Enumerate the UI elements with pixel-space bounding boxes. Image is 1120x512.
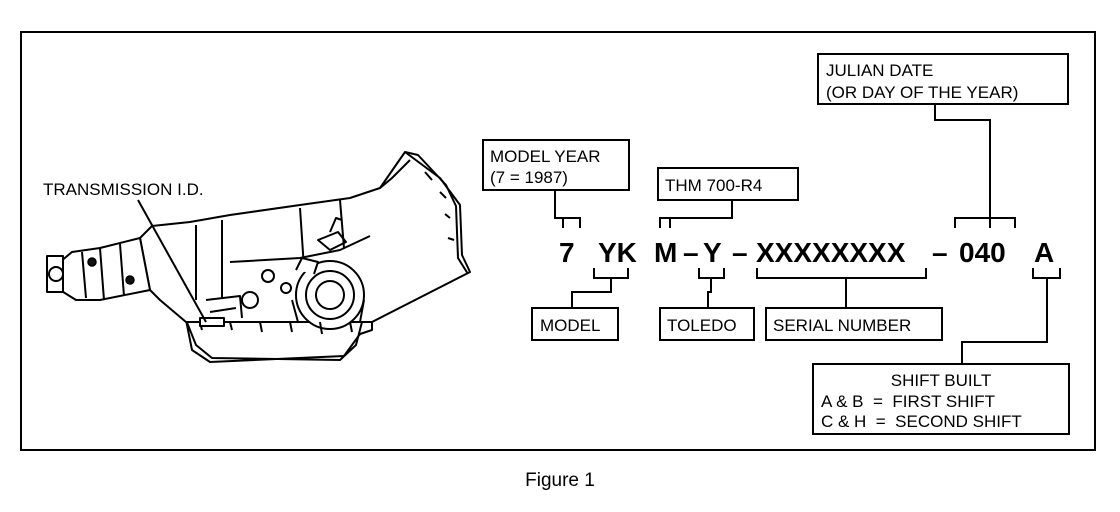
model-box bbox=[531, 307, 619, 341]
model-label: MODEL bbox=[540, 316, 600, 335]
code-shift: A bbox=[1034, 237, 1054, 268]
code-dash-3: – bbox=[932, 237, 948, 268]
model-bracket bbox=[571, 268, 629, 308]
shift-built-first: A & B = FIRST SHIFT bbox=[821, 392, 995, 411]
model-year-value: (7 = 1987) bbox=[490, 168, 568, 187]
julian-date-bracket bbox=[934, 104, 1016, 228]
code-serial: XXXXXXXX bbox=[756, 237, 906, 268]
thm-bracket bbox=[659, 200, 733, 228]
shift-built-second: C & H = SECOND SHIFT bbox=[821, 412, 1022, 431]
julian-date-title: JULIAN DATE bbox=[826, 61, 933, 80]
code-dash-2: – bbox=[732, 237, 748, 268]
shift-built-title: SHIFT BUILT bbox=[891, 371, 991, 390]
code-year: 7 bbox=[559, 237, 575, 268]
toledo-box bbox=[659, 307, 755, 341]
transmission-id-code: 7 YK M – Y – XXXXXXXX – 040 A bbox=[559, 237, 1054, 268]
toledo-label: TOLEDO bbox=[667, 316, 737, 335]
transmission-id-label: TRANSMISSION I.D. bbox=[43, 180, 204, 199]
serial-bracket bbox=[756, 268, 927, 308]
code-dash-1: – bbox=[683, 237, 699, 268]
model-year-box bbox=[482, 139, 630, 191]
serial-number-label: SERIAL NUMBER bbox=[773, 316, 911, 335]
figure-caption: Figure 1 bbox=[525, 470, 595, 491]
code-trans: M bbox=[654, 237, 677, 268]
shift-bracket bbox=[961, 268, 1061, 364]
code-day: 040 bbox=[959, 237, 1006, 268]
model-year-bracket bbox=[554, 190, 581, 228]
toledo-bracket bbox=[698, 268, 725, 308]
code-plant: Y bbox=[703, 237, 722, 268]
shift-built-box bbox=[812, 363, 1070, 435]
code-model: YK bbox=[598, 237, 637, 268]
figure-frame bbox=[20, 31, 1096, 451]
transmission-id-pointer bbox=[137, 199, 207, 323]
julian-date-subtitle: (OR DAY OF THE YEAR) bbox=[826, 83, 1018, 102]
thm-box bbox=[657, 167, 799, 201]
model-year-title: MODEL YEAR bbox=[490, 147, 601, 166]
julian-date-box bbox=[817, 53, 1069, 105]
thm-label: THM 700-R4 bbox=[665, 176, 762, 195]
transmission-illustration bbox=[46, 151, 471, 363]
serial-number-box bbox=[765, 307, 943, 341]
